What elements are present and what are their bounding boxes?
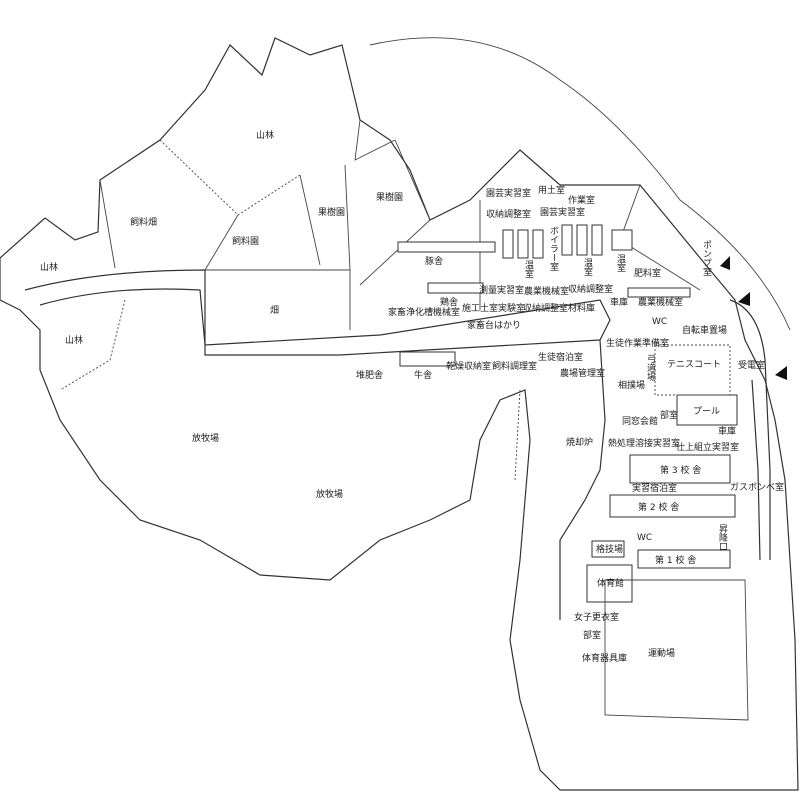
side-road xyxy=(559,339,606,620)
farm-machinery-shape xyxy=(627,287,691,298)
martial-hall-shape xyxy=(591,540,625,558)
label-martial-arts-hall: 格技場 xyxy=(596,543,623,555)
label-greenhouse-2: 温室 xyxy=(582,258,593,276)
east-road xyxy=(729,299,771,561)
label-drying-storage: 乾燥収納室 xyxy=(446,360,491,372)
label-club-room-1: 部室 xyxy=(660,409,678,421)
label-alumni-hall: 同窓会館 xyxy=(622,415,658,427)
label-incinerator: 焼却炉 xyxy=(566,436,593,448)
label-garage: 車庫 xyxy=(718,425,736,437)
label-boiler-room: ボイラー室 xyxy=(548,226,559,271)
label-orchard-1: 果樹園 xyxy=(318,206,345,218)
gym-shape xyxy=(586,564,633,603)
label-work-room: 作業室 xyxy=(568,194,595,206)
label-girls-locker: 女子更衣室 xyxy=(574,611,619,623)
label-fertilizer-room: 肥料室 xyxy=(634,267,661,279)
building-1-shape xyxy=(637,549,731,569)
cattle-barn-shape xyxy=(399,351,456,367)
greenhouse-shapes xyxy=(502,224,633,259)
label-feed-garden: 飼料園 xyxy=(232,235,259,247)
pig-barn-shape xyxy=(397,241,496,253)
label-gymnasium: 体育館 xyxy=(597,577,624,589)
label-survey-lab: 測量実習室 xyxy=(479,284,524,296)
label-soil-room: 用土室 xyxy=(538,184,565,196)
label-farm-machinery-1: 農業機械室 xyxy=(524,285,569,297)
label-wc-2: WC xyxy=(637,533,652,543)
outer-hill-line xyxy=(369,37,791,331)
campus-boundary xyxy=(0,37,799,791)
label-pump-room: ポンプ室 xyxy=(701,240,712,276)
label-feed-field: 飼料畑 xyxy=(130,216,157,228)
label-storage-adjust-3: 収納調整室 xyxy=(523,302,568,314)
entrance-arrow-icons xyxy=(720,256,787,380)
label-greenhouse-1: 温室 xyxy=(523,260,534,278)
label-forest-left: 山林 xyxy=(40,261,58,273)
label-pool: プール xyxy=(693,406,720,417)
label-compost-barn: 堆肥舎 xyxy=(356,370,383,381)
main-road xyxy=(24,269,611,356)
label-building-3: 第 3 校 舎 xyxy=(660,464,701,476)
tennis-court-shape xyxy=(654,344,731,396)
label-storage-adjust-1: 収納調整室 xyxy=(486,208,531,220)
label-entrance: 昇降口 xyxy=(717,524,728,551)
label-farm-office: 農場管理室 xyxy=(560,367,605,379)
label-building-2: 第 2 校 舎 xyxy=(638,501,679,513)
label-practice-lodging: 実習宿泊室 xyxy=(632,482,677,494)
label-chicken-barn: 鶏舎 xyxy=(440,296,458,308)
label-bicycle-parking: 自転車置場 xyxy=(682,324,727,336)
label-farm-machinery-2: 農業機械室 xyxy=(638,296,683,308)
label-student-prep-room: 生徒作業準備室 xyxy=(606,337,669,349)
label-tennis-court: テニスコート xyxy=(667,359,721,370)
label-orchard-2: 果樹園 xyxy=(376,191,403,203)
label-wc-1: WC xyxy=(652,317,667,327)
zone-dotted-lines xyxy=(59,139,521,481)
label-cattle-barn: 牛舎 xyxy=(414,369,432,381)
label-greenhouse-3: 温室 xyxy=(615,254,626,272)
label-power-room: 受電室 xyxy=(738,359,765,371)
label-storage-adjust-2: 収納調整室 xyxy=(568,283,613,295)
label-club-room-2: 部室 xyxy=(583,629,601,641)
building-3-shape xyxy=(629,454,731,484)
label-garage-farm: 車庫 xyxy=(610,296,628,308)
label-feed-prep-room: 飼料調理室 xyxy=(492,360,537,372)
label-building-1: 第 1 校 舎 xyxy=(655,554,696,566)
label-sumo-ring: 相撲場 xyxy=(618,379,645,391)
label-pig-barn: 豚舎 xyxy=(425,256,443,267)
pool-shape xyxy=(676,394,738,426)
label-athletic-field: 運動場 xyxy=(648,647,675,659)
label-sports-storage: 体育器具庫 xyxy=(582,652,627,664)
athletic-field-shape xyxy=(604,579,749,721)
label-horticulture-lab-2: 園芸実習室 xyxy=(540,206,585,218)
label-pasture-2: 放牧場 xyxy=(316,488,343,500)
label-materials-store: 材料庫 xyxy=(568,302,595,314)
label-student-lodging: 生徒宿泊室 xyxy=(538,351,583,363)
label-archery-range: 弓道場 xyxy=(645,354,656,382)
label-welding-lab: 熱処理溶接実習室 xyxy=(608,437,680,449)
label-pasture-1: 放牧場 xyxy=(192,432,219,444)
chicken-barn-shape xyxy=(427,282,484,294)
label-septic-machine-room: 家畜浄化槽機械室 xyxy=(388,306,460,318)
label-gas-cylinder-room: ガスボンベ室 xyxy=(730,481,784,493)
building-2-shape xyxy=(609,494,736,518)
label-livestock-scale: 家畜台はかり xyxy=(467,319,521,331)
label-forest-top: 山林 xyxy=(256,129,274,141)
label-forest-small: 山林 xyxy=(65,334,83,346)
label-soil-test-lab: 施工土室実験室 xyxy=(462,302,525,314)
label-horticulture-lab-1: 園芸実習室 xyxy=(486,187,531,199)
label-field: 畑 xyxy=(270,304,279,316)
label-assembly-lab: 仕上組立実習室 xyxy=(676,441,739,453)
